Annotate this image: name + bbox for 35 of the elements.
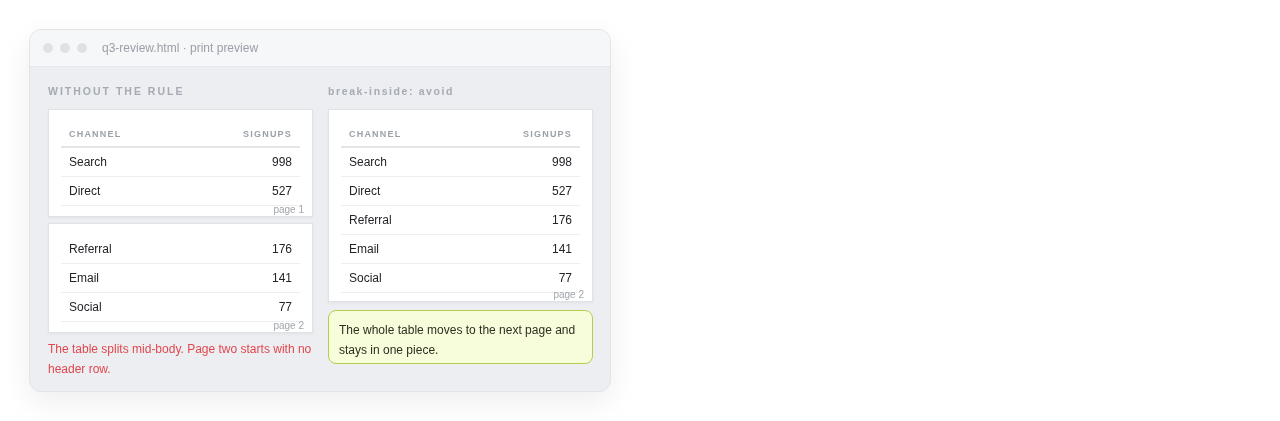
table-cell: 141 (180, 264, 300, 293)
table-cell: Social (61, 293, 181, 322)
table-header-cell: SIGNUPS (180, 122, 300, 148)
page-card (328, 109, 593, 302)
table-cell: 527 (180, 177, 300, 206)
table-header-cell: CHANNEL (341, 122, 461, 148)
window-title: q3-review.html · print preview (102, 41, 259, 55)
table-header-cell: SIGNUPS (460, 122, 580, 148)
table-cell: Direct (61, 177, 181, 206)
table-cell: Search (61, 148, 181, 177)
warning-note: The table splits mid-body. Page two starts with no header row. (48, 341, 313, 378)
page-label: page 1 (273, 204, 304, 215)
table-cell: 176 (180, 235, 300, 264)
page-card (48, 223, 313, 333)
table-cell: 77 (460, 264, 580, 293)
browser-window (29, 29, 611, 392)
table-cell: Direct (341, 177, 461, 206)
column-heading: WITHOUT THE RULE (48, 85, 185, 98)
table-cell: 77 (180, 293, 300, 322)
table-cell: Search (341, 148, 461, 177)
page-label: page 2 (273, 320, 304, 331)
table-cell: Referral (61, 235, 181, 264)
note-box: The whole table moves to the next page and stays in one piece. (328, 310, 593, 364)
table-cell: 141 (460, 235, 580, 264)
table-cell: 176 (460, 206, 580, 235)
table-cell: Email (61, 264, 181, 293)
table-cell: Email (341, 235, 461, 264)
table-cell: 527 (460, 177, 580, 206)
table-cell: 998 (180, 148, 300, 177)
column-heading: break-inside: avoid (328, 85, 455, 98)
page-card (48, 109, 313, 217)
table-cell: Referral (341, 206, 461, 235)
table-cell: Social (341, 264, 461, 293)
table-header-cell: CHANNEL (61, 122, 181, 148)
table-cell: 998 (460, 148, 580, 177)
